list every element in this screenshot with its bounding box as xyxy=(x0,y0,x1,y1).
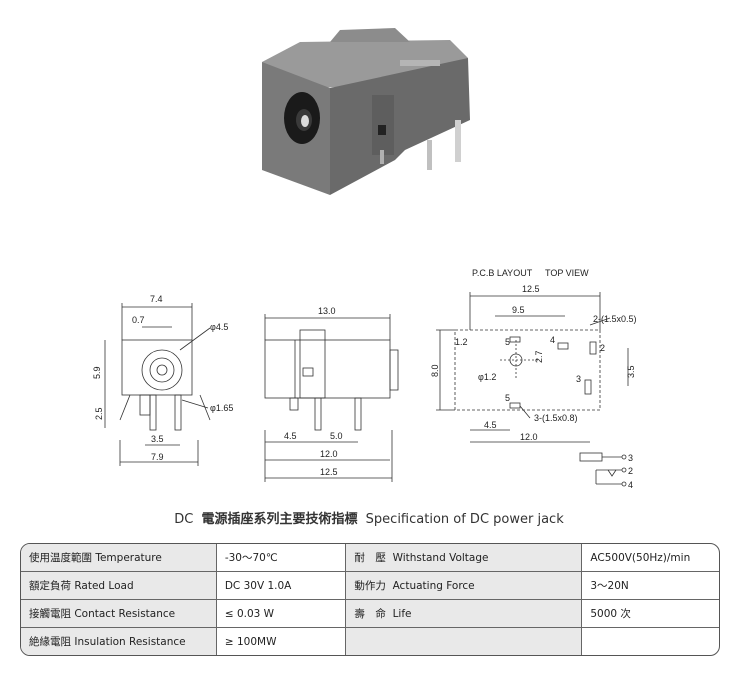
top-slot-small-label: 2-(1.5x0.5) xyxy=(593,314,637,324)
top-right-height-label: 3.5 xyxy=(626,365,636,378)
spec-label: 絶緣電阻 Insulation Resistance xyxy=(21,628,217,655)
schematic-pin2-label: 2 xyxy=(628,466,633,476)
spec-value: DC 30V 1.0A xyxy=(216,572,347,600)
pin-schematic xyxy=(579,452,627,487)
table-row: 使用温度範圍 Temperature -30～70℃ 耐 壓 Withstand… xyxy=(21,544,719,572)
top-pin4-label: 4 xyxy=(550,335,555,345)
product-photo xyxy=(262,28,470,195)
top-bottom-span-label: 12.0 xyxy=(520,432,538,442)
spec-label: 壽 命 Life xyxy=(346,600,583,628)
top-view xyxy=(436,292,629,443)
side-total-label: 12.5 xyxy=(320,467,338,477)
front-width-label: 7.4 xyxy=(150,294,163,304)
spec-value: AC500V(50Hz)/min xyxy=(582,544,719,572)
top-pin2-label: 2 xyxy=(600,343,605,353)
spec-label: 接觸電阻 Contact Resistance xyxy=(21,600,217,628)
front-offset-label: 0.7 xyxy=(132,315,145,325)
technical-drawings: 7.4 0.7 φ4.5 5.9 2.5 φ1.65 3.5 7.9 13.0 … xyxy=(92,268,637,490)
front-pin-diameter-label: φ1.65 xyxy=(210,403,233,413)
top-height-label: 8.0 xyxy=(430,364,440,377)
title-en: Specification of DC power jack xyxy=(365,512,564,527)
top-slot-large-label: 3-(1.5x0.8) xyxy=(534,413,578,423)
side-view xyxy=(264,314,399,482)
spec-value: -30～70℃ xyxy=(216,544,347,572)
side-pin-a-label: 4.5 xyxy=(284,431,297,441)
spec-label xyxy=(346,628,583,655)
schematic-pin3-label: 3 xyxy=(628,453,633,463)
top-total-width-label: 12.5 xyxy=(522,284,540,294)
top-center-offset-label: 2.7 xyxy=(534,350,544,363)
spec-label: 動作力 Actuating Force xyxy=(346,572,583,600)
table-row: 接觸電阻 Contact Resistance ≤ 0.03 W 壽 命 Lif… xyxy=(21,600,719,628)
top-left-offset-label: 1.2 xyxy=(455,337,468,347)
front-base-width-label: 7.9 xyxy=(151,452,164,462)
top-view-label: TOP VIEW xyxy=(545,268,589,278)
spec-table: 使用温度範圍 Temperature -30～70℃ 耐 壓 Withstand… xyxy=(20,543,720,656)
title-cn: 電源插座系列主要技術指標 xyxy=(201,512,358,527)
spec-value: ≤ 0.03 W xyxy=(216,600,347,628)
spec-title: DC 電源插座系列主要技術指標 Specification of DC powe… xyxy=(0,508,738,527)
top-pin5a-label: 5 xyxy=(505,337,510,347)
top-pin3-label: 3 xyxy=(576,374,581,384)
side-length-label: 13.0 xyxy=(318,306,336,316)
front-diameter-label: φ4.5 xyxy=(210,322,228,332)
title-prefix: DC xyxy=(174,512,194,527)
schematic-pin4-label: 4 xyxy=(628,480,633,490)
front-pin-height-label: 2.5 xyxy=(94,407,104,420)
top-hole-label: φ1.2 xyxy=(478,372,496,382)
pcb-layout-label: P.C.B LAYOUT xyxy=(472,268,533,278)
spec-label: 使用温度範圍 Temperature xyxy=(21,544,217,572)
spec-value: 5000 次 xyxy=(582,600,719,628)
front-view xyxy=(104,303,211,466)
spec-label: 額定負荷 Rated Load xyxy=(21,572,217,600)
table-row: 絶緣電阻 Insulation Resistance ≥ 100MW xyxy=(21,628,719,655)
front-pin-spacing-label: 3.5 xyxy=(151,434,164,444)
spec-value: 3～20N xyxy=(582,572,719,600)
top-pin-span-label: 9.5 xyxy=(512,305,525,315)
table-row: 額定負荷 Rated Load DC 30V 1.0A 動作力 Actuatin… xyxy=(21,572,719,600)
side-span-label: 12.0 xyxy=(320,449,338,459)
side-pin-b-label: 5.0 xyxy=(330,431,343,441)
front-height-label: 5.9 xyxy=(92,366,102,379)
spec-value xyxy=(582,628,719,655)
top-bottom-offset-label: 4.5 xyxy=(484,420,497,430)
spec-label: 耐 壓 Withstand Voltage xyxy=(346,544,583,572)
top-pin5b-label: 5 xyxy=(505,393,510,403)
spec-value: ≥ 100MW xyxy=(217,628,347,655)
